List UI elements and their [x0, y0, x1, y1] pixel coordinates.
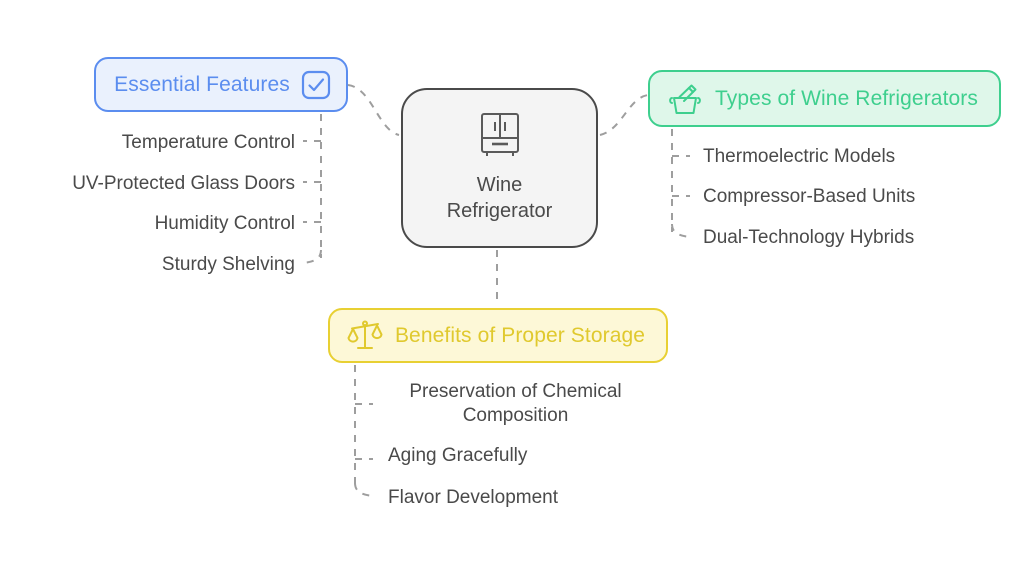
leaf-benefits-flavor-development[interactable]: Flavor Development [388, 487, 559, 508]
wine-bottle-bucket-icon [667, 82, 703, 116]
leaf-benefits-preservation-of-chemical-composition[interactable]: Preservation of Chemical Composition [409, 381, 622, 427]
leaf-types-dual-technology-hybrids[interactable]: Dual-Technology Hybrids [703, 227, 915, 248]
branch-label-benefits-of-proper-storage: Benefits of Proper Storage [394, 323, 646, 347]
leaf-types-thermoelectric-models[interactable]: Thermoelectric Models [703, 146, 896, 167]
leaf-essential-sturdy-shelving[interactable]: Sturdy Shelving [161, 254, 295, 275]
connector-center-to-types [599, 94, 649, 136]
branch-label-types-of-wine-refrigerators: Types of Wine Refrigerators [715, 86, 978, 110]
branch-node-benefits-of-proper-storage[interactable]: Benefits of Proper Storage [328, 308, 668, 363]
center-node-title-line1: Wine [476, 174, 523, 197]
leaf-essential-uv-protected-glass-doors[interactable]: UV-Protected Glass Doors [72, 173, 295, 194]
leaf-benefits-aging-gracefully[interactable]: Aging Gracefully [388, 445, 528, 466]
refrigerator-icon [478, 111, 522, 159]
leaf-essential-temperature-control[interactable]: Temperature Control [121, 132, 295, 153]
leaf-types-compressor-based-units[interactable]: Compressor-Based Units [703, 186, 916, 207]
leaf-essential-humidity-control[interactable]: Humidity Control [154, 213, 295, 234]
branch-label-essential-features: Essential Features [114, 72, 290, 96]
center-node-title: Wine Refrigerator [447, 173, 553, 224]
balance-scale-icon [347, 319, 383, 353]
branch-node-types-of-wine-refrigerators[interactable]: Types of Wine Refrigerators [648, 70, 1001, 127]
center-node-title-line2: Refrigerator [446, 200, 553, 222]
connector-benefits-leaf-3 [354, 482, 374, 497]
checkbox-check-icon [300, 69, 332, 101]
connector-types-leaf-3 [671, 223, 691, 238]
center-node[interactable]: Wine Refrigerator [401, 88, 598, 248]
connector-center-to-essential [347, 84, 400, 136]
connector-essential-leaf-4 [302, 249, 322, 264]
branch-node-essential-features[interactable]: Essential Features [94, 57, 348, 112]
